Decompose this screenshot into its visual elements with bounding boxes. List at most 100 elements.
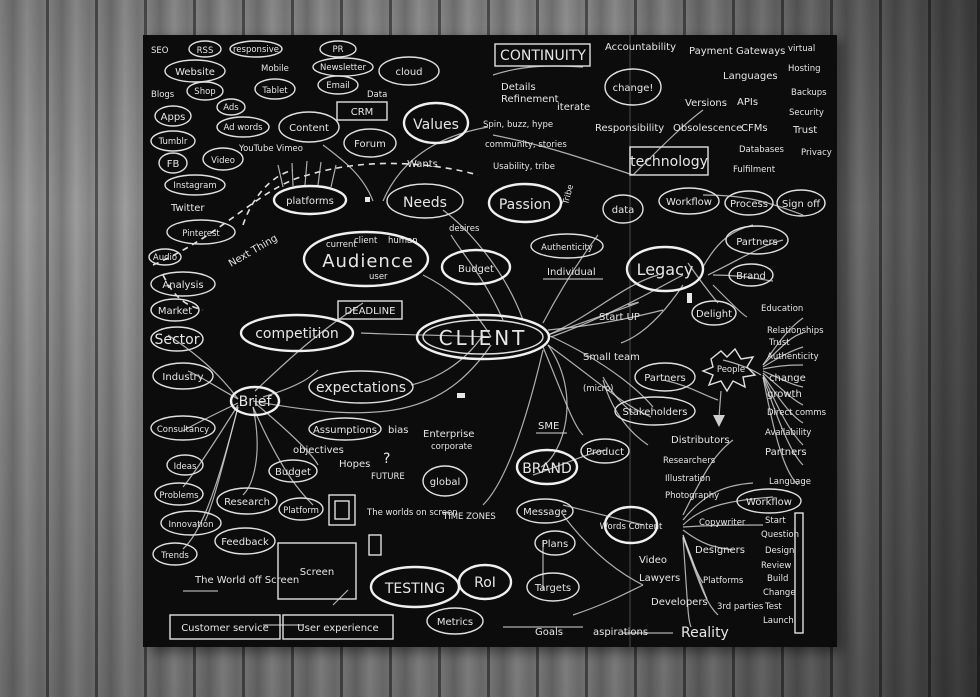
content-list-5: Designers — [695, 545, 745, 556]
virtual-label: virtual — [788, 44, 815, 54]
phone-screen-sketch — [334, 500, 350, 520]
accountability-label: Accountability — [605, 42, 676, 53]
brief-list-0: Consultancy — [157, 425, 209, 435]
message-label: Message — [523, 507, 567, 518]
client-bubble — [415, 313, 551, 361]
content-list-7: Lawyers — [639, 573, 680, 584]
top-left-7: Email — [326, 81, 350, 91]
responsive-bubble — [229, 40, 283, 58]
continuity-box — [494, 43, 591, 67]
platforms-label: platforms — [286, 196, 334, 207]
chalk-piece — [457, 393, 465, 398]
board-seam — [629, 35, 631, 647]
top-left-1: RSS — [197, 46, 214, 56]
content-list-10: 3rd parties — [717, 602, 764, 612]
top-left-3: Mobile — [261, 64, 289, 74]
shop-bubble — [186, 81, 224, 101]
process-label: Process — [730, 199, 768, 210]
goals-label: Goals — [535, 627, 563, 638]
left-col-2: Blogs — [151, 90, 175, 100]
screen-label: Screen — [300, 567, 334, 578]
tumblr-bubble — [150, 130, 196, 152]
people-arrow-head — [713, 415, 725, 427]
workflow2-label: Workflow — [746, 497, 792, 508]
deadline-label: DEADLINE — [345, 306, 396, 317]
workflow-bracket — [794, 512, 804, 634]
client-label: CLIENT — [439, 326, 528, 350]
budget-bubble — [440, 248, 512, 286]
analysis-list-0: Analysis — [162, 280, 203, 291]
brand-small-label: Brand — [736, 271, 766, 282]
world-off-screen-label: The World off Screen — [194, 575, 299, 586]
content-list-8: Platforms — [703, 576, 744, 586]
people-list-8: Partners — [765, 447, 807, 458]
assumptions-bubble — [308, 417, 382, 441]
reality-label: Reality — [681, 625, 729, 641]
plans-bubble — [534, 530, 576, 556]
brief-list-2: Problems — [159, 491, 199, 501]
workflow-list-6: Test — [764, 602, 782, 612]
sign-off-bubble — [776, 189, 826, 217]
chalk-piece — [365, 197, 370, 202]
targets-label: Targets — [534, 583, 571, 594]
audience-label: Audience — [322, 251, 414, 272]
tribe-side-label: Tribe — [561, 183, 576, 206]
continuity-label: CONTINUITY — [500, 48, 586, 64]
innovation-bubble — [160, 510, 222, 536]
product-label: Product — [586, 447, 624, 458]
stakeholders-label: Stakeholders — [622, 407, 687, 418]
forum-bubble — [343, 128, 397, 158]
people-list-7: Availability — [765, 428, 811, 438]
content-list-6: Video — [639, 555, 667, 566]
website-bubble — [164, 59, 226, 83]
needs-bubble — [386, 183, 464, 219]
left-col-1: Shop — [194, 87, 215, 97]
expectations-label: expectations — [316, 380, 406, 396]
trust-label: Trust — [792, 125, 817, 136]
platform-small-label: Platform — [283, 506, 319, 516]
top-left-2: responsive — [233, 45, 279, 55]
content-label: Content — [289, 123, 329, 134]
bias-label: bias — [388, 425, 408, 436]
brief-list-1: Ideas — [174, 462, 197, 472]
wants-label: Wants — [407, 159, 438, 170]
worlds-on-screen-label: The worlds on screen — [366, 508, 458, 518]
budget-label: Budget — [458, 264, 494, 275]
content-bubble — [278, 111, 340, 143]
databases-label: Databases — [739, 145, 785, 155]
content-list-4: Copywriter — [699, 518, 746, 528]
brand-bubble — [515, 448, 579, 486]
data-label: data — [612, 205, 635, 216]
brand-label: BRAND — [522, 461, 572, 477]
user-experience-box — [282, 614, 394, 640]
spin-label: Spin, buzz, hype — [483, 120, 553, 130]
audience-sub-human: human — [388, 236, 418, 246]
content-list-3: Photography — [665, 491, 719, 501]
passion-label: Passion — [499, 197, 551, 213]
iterate-label: iterate — [557, 102, 590, 113]
cfms-label: CFMs — [741, 123, 768, 134]
change-label: change! — [613, 83, 654, 94]
audio-bubble — [148, 248, 182, 266]
passion-bubble — [487, 182, 563, 224]
legacy-label: Legacy — [637, 260, 694, 279]
plans-label: Plans — [542, 539, 568, 550]
left-col-8: Video — [211, 156, 235, 166]
screen-box — [277, 542, 357, 600]
left-col-4: Ads — [223, 103, 239, 113]
customer-service-box — [169, 614, 281, 640]
enterprise-label: Enterprise — [423, 429, 474, 440]
top-left-6: Newsletter — [320, 63, 366, 73]
video-bubble — [202, 147, 244, 171]
top-left-0: SEO — [151, 46, 169, 56]
people-list-1: Relationships — [767, 326, 824, 336]
people-label: People — [717, 365, 745, 375]
expectations-bubble — [308, 370, 414, 404]
versions-label: Versions — [685, 98, 727, 109]
authenticity-label: Authenticity — [541, 243, 593, 253]
technology-label: technology — [630, 154, 708, 170]
content-list-1: Researchers — [663, 456, 716, 466]
stakeholders-bubble — [614, 396, 696, 426]
next-thing-label: Next Thing — [227, 233, 280, 270]
feedback-label: Feedback — [221, 537, 269, 548]
